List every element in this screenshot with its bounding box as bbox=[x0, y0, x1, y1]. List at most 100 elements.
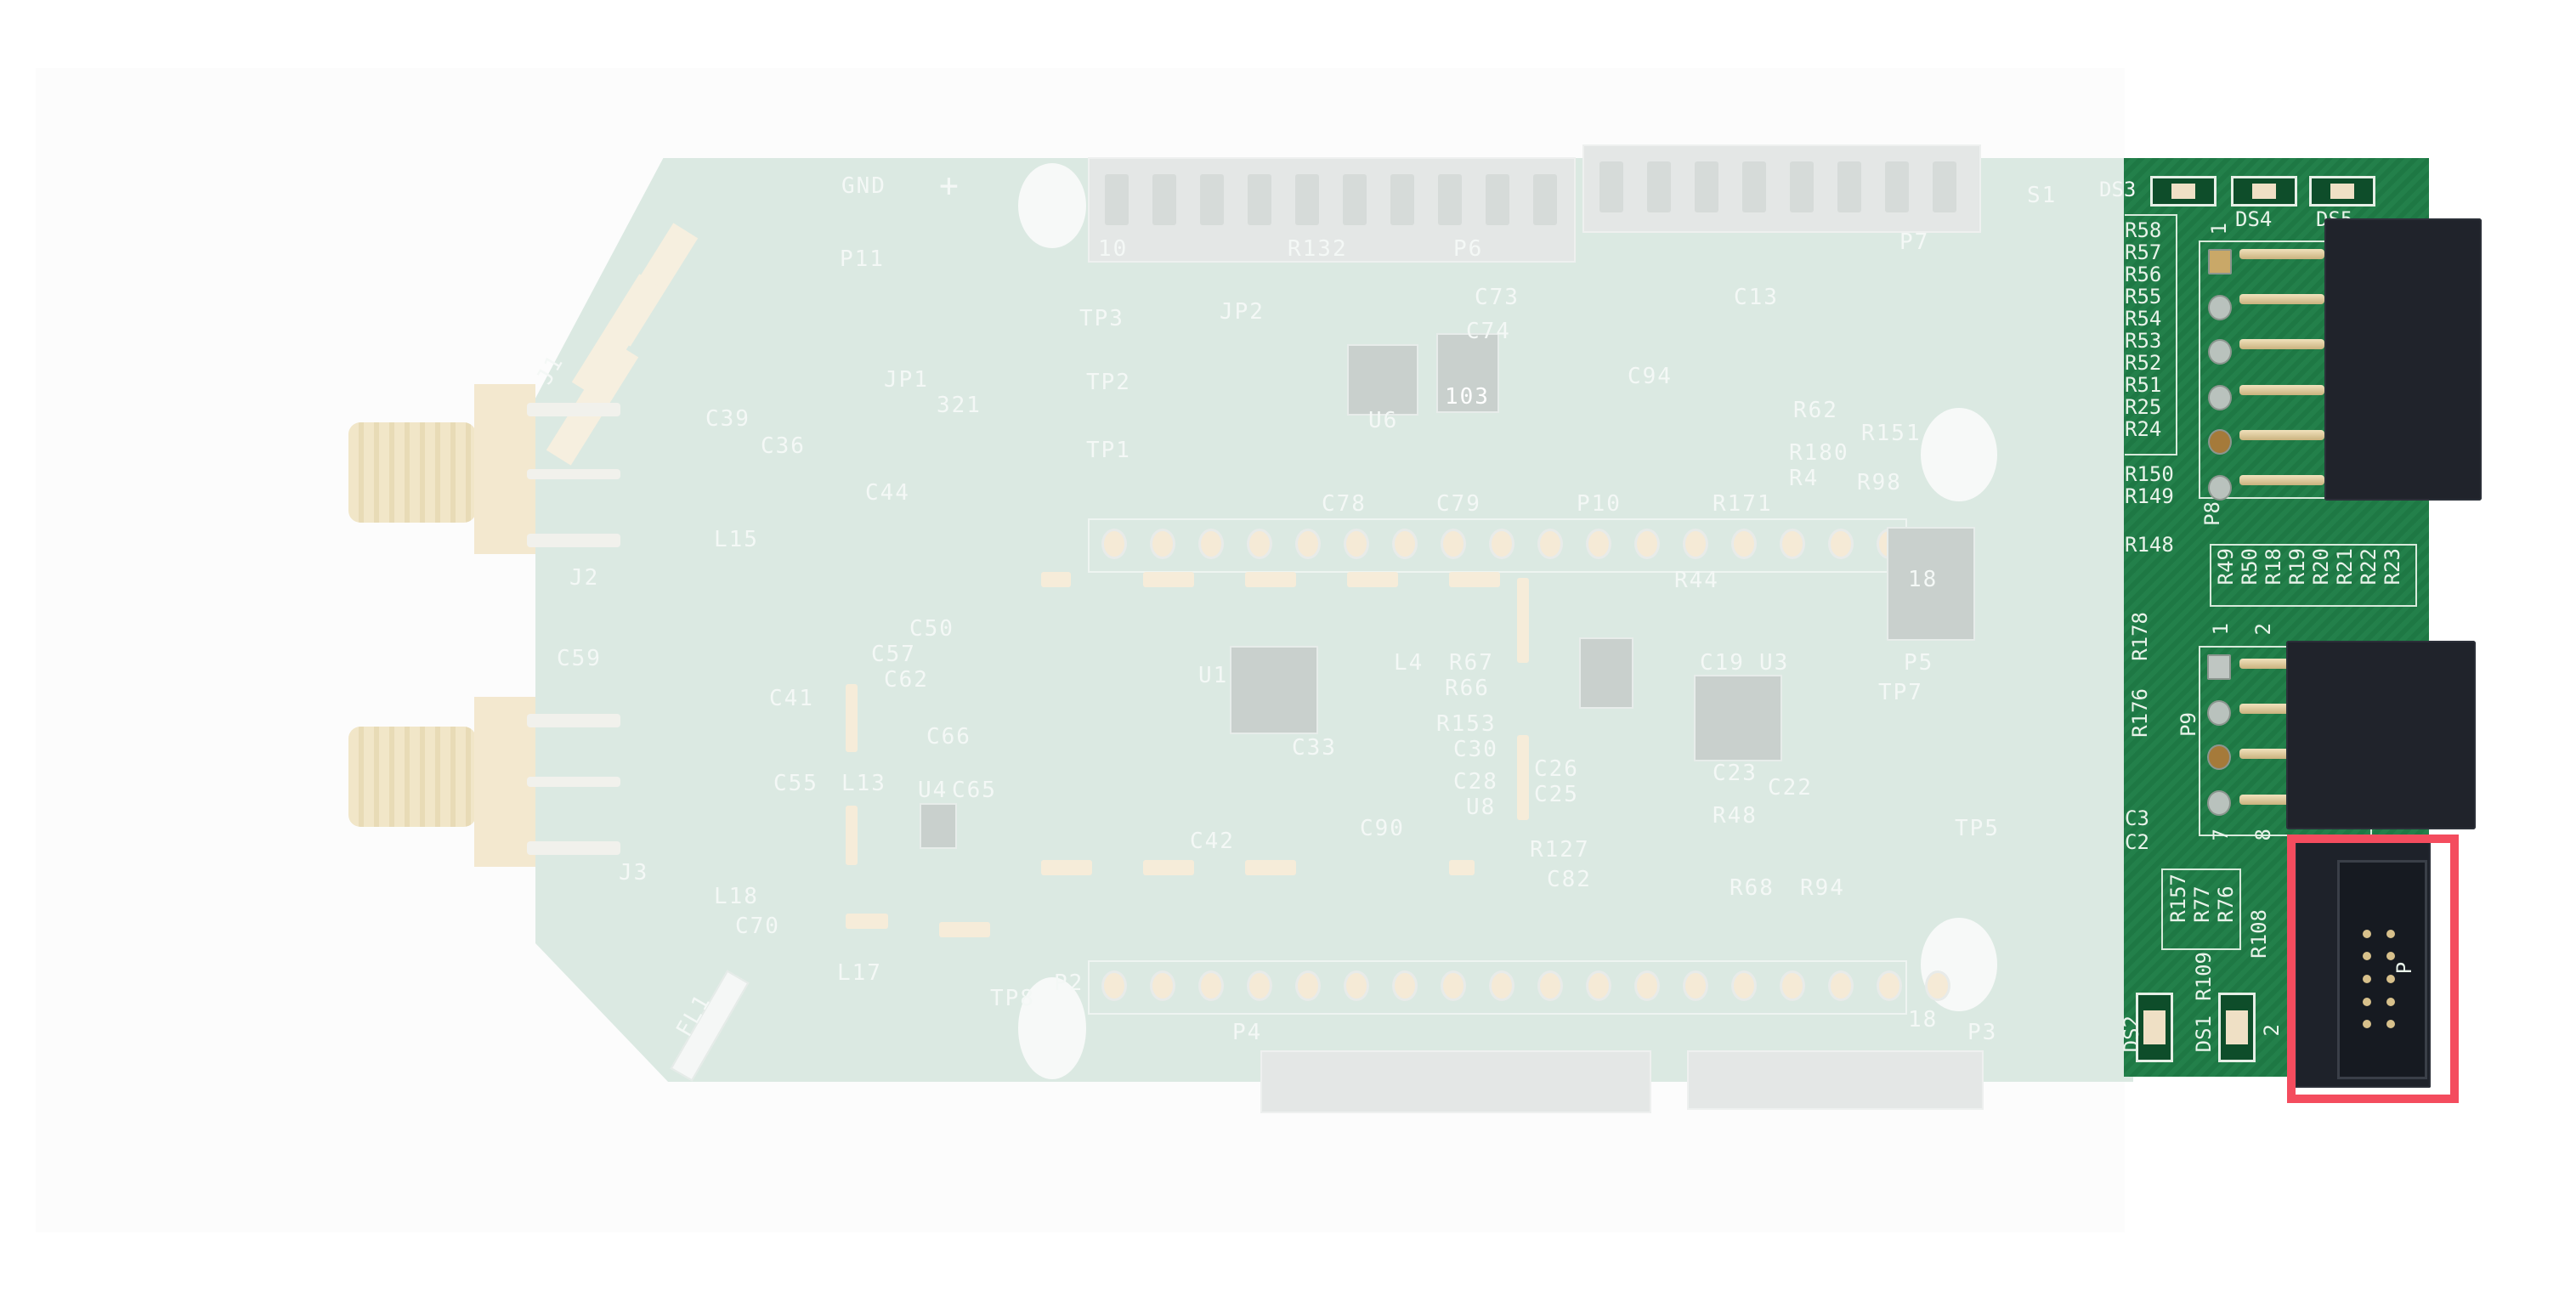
ic-u1 bbox=[1230, 646, 1318, 734]
label-r150: R150 bbox=[2125, 462, 2174, 486]
label-tp3: TP3 bbox=[1079, 306, 1124, 331]
label-r176: R176 bbox=[2128, 688, 2152, 738]
connector-p9-housing[interactable] bbox=[2286, 641, 2476, 829]
rf-pad bbox=[1245, 572, 1296, 587]
sma-j3-pin bbox=[527, 841, 620, 855]
label-c55: C55 bbox=[773, 771, 818, 796]
label-r62: R62 bbox=[1793, 398, 1838, 423]
label-r151: R151 bbox=[1861, 421, 1922, 446]
sma-j2-pin bbox=[527, 469, 620, 479]
label-c39: C39 bbox=[705, 406, 750, 432]
box-header-pin bbox=[2363, 1020, 2371, 1028]
header-p2-outline bbox=[1088, 960, 1907, 1015]
label-r68: R68 bbox=[1730, 875, 1775, 901]
label-c30: C30 bbox=[1453, 737, 1498, 762]
label-r178: R178 bbox=[2128, 612, 2152, 661]
label-c73: C73 bbox=[1475, 285, 1520, 310]
label-j2: J2 bbox=[569, 565, 600, 591]
label-c70: C70 bbox=[735, 914, 780, 939]
connector-p8-housing[interactable] bbox=[2324, 218, 2482, 501]
label-gnd: GND bbox=[841, 173, 886, 199]
label-c78: C78 bbox=[1322, 491, 1367, 517]
label-r109: R109 bbox=[2192, 952, 2216, 1001]
label-u1: U1 bbox=[1198, 663, 1229, 688]
box-header-pin bbox=[2386, 975, 2395, 983]
label-c62: C62 bbox=[884, 667, 929, 693]
jumper-p5 bbox=[1887, 527, 1975, 641]
label-tp1: TP1 bbox=[1086, 438, 1131, 463]
header-p10-holes bbox=[1101, 529, 1950, 559]
mounting-hole bbox=[1018, 163, 1086, 248]
label-r180: R180 bbox=[1789, 440, 1849, 466]
led-ds4 bbox=[2231, 176, 2297, 207]
ic-u4 bbox=[920, 803, 957, 849]
label-l4: L4 bbox=[1394, 650, 1424, 676]
label-r77: R77 bbox=[2190, 885, 2214, 923]
sma-j3-pin bbox=[527, 714, 620, 727]
label-c57: C57 bbox=[871, 642, 916, 667]
resistor-group-3-outline bbox=[2161, 869, 2241, 950]
label-c19: C19 bbox=[1700, 650, 1745, 676]
led-ds1 bbox=[2218, 993, 2256, 1062]
label-j3: J3 bbox=[619, 860, 649, 885]
rf-pad bbox=[1041, 572, 1071, 587]
label-c59: C59 bbox=[557, 646, 602, 671]
label-r148: R148 bbox=[2125, 533, 2174, 557]
label-l13: L13 bbox=[841, 771, 886, 796]
label-c13: C13 bbox=[1734, 285, 1779, 310]
label-r54: R54 bbox=[2125, 307, 2162, 331]
resistor-row-outline bbox=[2210, 544, 2417, 607]
sma-connector-j2-flange bbox=[474, 384, 535, 554]
label-jp1-pins: 321 bbox=[937, 393, 982, 418]
label-s1: S1 bbox=[2027, 183, 2058, 208]
label-c26: C26 bbox=[1534, 756, 1579, 782]
label-r67: R67 bbox=[1449, 650, 1494, 676]
label-c33: C33 bbox=[1292, 735, 1337, 761]
label-u8: U8 bbox=[1466, 795, 1497, 820]
label-c28: C28 bbox=[1453, 769, 1498, 795]
box-header-pin bbox=[2363, 930, 2371, 938]
box-header-pin bbox=[2363, 998, 2371, 1006]
label-c90: C90 bbox=[1360, 816, 1405, 841]
faded-pcb-board bbox=[535, 158, 2133, 1082]
label-r55: R55 bbox=[2125, 285, 2162, 308]
label-c23: C23 bbox=[1713, 761, 1758, 786]
label-ds1: DS1 bbox=[2192, 1016, 2216, 1053]
rf-pad bbox=[1143, 572, 1194, 587]
highlight-box bbox=[2287, 835, 2459, 1103]
label-r157: R157 bbox=[2166, 874, 2190, 923]
label-l15: L15 bbox=[714, 527, 759, 552]
label-tp7: TP7 bbox=[1878, 680, 1923, 705]
box-header-connector[interactable] bbox=[2295, 841, 2431, 1088]
mounting-hole bbox=[1018, 977, 1086, 1079]
label-c79: C79 bbox=[1436, 491, 1481, 517]
label-r98: R98 bbox=[1857, 470, 1902, 495]
header-p3 bbox=[1687, 1050, 1984, 1110]
label-p9: P9 bbox=[2177, 712, 2200, 737]
label-r153: R153 bbox=[1436, 711, 1497, 737]
rf-pad bbox=[846, 914, 888, 929]
ic-u3 bbox=[1694, 675, 1782, 761]
label-p9-pin7: 7 bbox=[2209, 829, 2233, 841]
label-p2: P2 bbox=[1054, 970, 1084, 996]
rf-pad bbox=[1449, 860, 1475, 875]
label-r25: R25 bbox=[2125, 395, 2162, 419]
resistor-row: R49 R50 R18 R19 R20 R21 R22 R23 bbox=[2214, 548, 2404, 586]
label-p9-pin2: 2 bbox=[2251, 623, 2275, 636]
rf-pad bbox=[1517, 735, 1529, 820]
label-c22: C22 bbox=[1768, 775, 1813, 801]
sma-connector-j3-thread bbox=[348, 727, 476, 827]
label-jp1: JP1 bbox=[884, 367, 929, 393]
rf-pad bbox=[1041, 860, 1092, 875]
label-r108: R108 bbox=[2247, 909, 2271, 959]
label-u3: U3 bbox=[1759, 650, 1790, 676]
label-p6: P6 bbox=[1453, 236, 1484, 262]
header-p6 bbox=[1088, 157, 1576, 263]
label-u4: U4 bbox=[918, 778, 948, 803]
sma-j2-pin bbox=[527, 534, 620, 547]
label-r23: R23 bbox=[2381, 548, 2404, 586]
label-r56: R56 bbox=[2125, 263, 2162, 286]
rf-pad bbox=[1347, 572, 1398, 587]
label-r19: R19 bbox=[2285, 548, 2309, 586]
label-c41: C41 bbox=[769, 686, 814, 711]
